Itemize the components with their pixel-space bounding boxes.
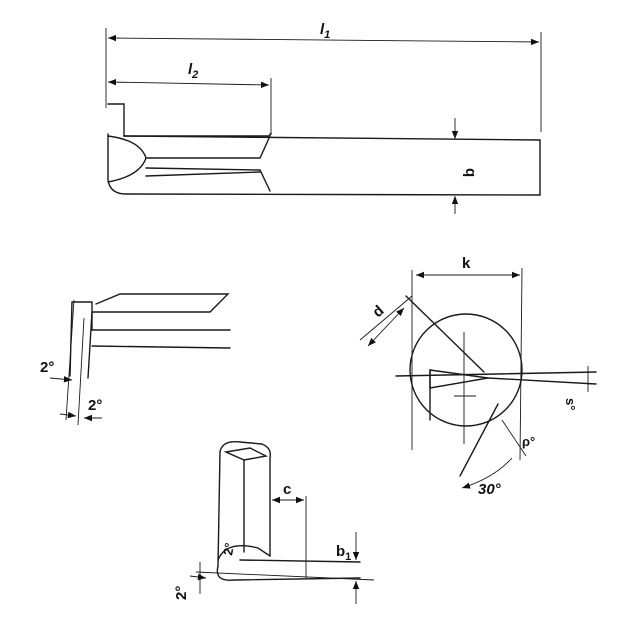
flute-edge xyxy=(145,135,271,159)
tip-face xyxy=(239,559,361,563)
dimension-l2 xyxy=(107,78,270,89)
label-angle-2deg: 2° xyxy=(88,397,102,414)
label-d: d xyxy=(369,302,387,321)
extension-line xyxy=(359,295,413,341)
shank-left xyxy=(217,451,221,567)
label-angle-2deg: 2° xyxy=(173,586,190,600)
label-angle-2deg: 2° xyxy=(220,542,237,557)
bore-circle xyxy=(409,313,523,427)
tip-notch xyxy=(107,103,125,137)
angle-reference-line xyxy=(77,317,85,426)
upper-edge xyxy=(123,135,541,141)
label-q: q xyxy=(462,168,479,177)
label-angle-rho: ρ° xyxy=(522,434,535,449)
horizontal-reference xyxy=(395,371,597,377)
label-c: c xyxy=(283,481,291,498)
top-face xyxy=(91,293,230,313)
angle-arrow xyxy=(59,411,77,419)
label-b1: b1 xyxy=(336,543,351,563)
insert-tip xyxy=(429,369,489,389)
angle-arrow xyxy=(49,376,73,383)
label-angle-30: 30° xyxy=(478,481,502,498)
label-k: k xyxy=(462,255,471,272)
label-angle-s: s° xyxy=(563,398,578,410)
tip-profile xyxy=(71,301,93,379)
end-view: k d 30° ρ° s° xyxy=(359,255,597,498)
rake-line xyxy=(487,377,597,385)
label-angle-2deg: 2° xyxy=(40,359,54,376)
angle-arrow xyxy=(189,573,207,581)
body-outline xyxy=(107,133,541,196)
insert-angle-line xyxy=(459,403,499,477)
angle-reference-line xyxy=(501,419,527,457)
flute-line xyxy=(145,171,261,177)
tip-bottom xyxy=(216,565,361,581)
front-view: c b1 2° 2° xyxy=(173,441,375,604)
insert-edge xyxy=(405,295,485,373)
label-l2: l2 xyxy=(188,61,198,81)
edge xyxy=(91,311,231,331)
dimension-d xyxy=(367,307,405,347)
shank-top xyxy=(219,441,272,557)
angle-arc-30 xyxy=(461,457,513,489)
side-view: l1 l2 q xyxy=(105,21,542,214)
clearance-view: 2° 2° xyxy=(40,293,231,426)
dimension-l1 xyxy=(107,34,540,46)
tip-round xyxy=(107,135,147,183)
shank-section xyxy=(223,447,269,461)
base-line xyxy=(195,571,375,581)
extension-line xyxy=(519,267,523,461)
label-l1: l1 xyxy=(320,21,330,41)
flute-edge-lower xyxy=(145,167,271,192)
lower-edge xyxy=(91,345,231,349)
tip-round xyxy=(217,545,271,561)
angle-reference-line xyxy=(65,299,75,421)
